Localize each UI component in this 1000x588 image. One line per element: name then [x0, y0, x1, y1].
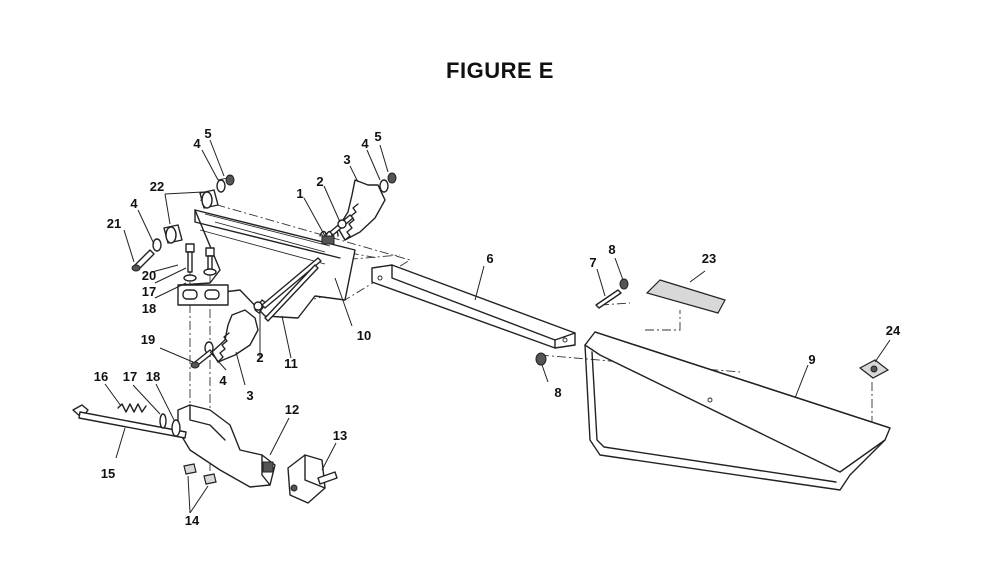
callout-22: 22: [150, 179, 164, 194]
part-19-screw: [190, 349, 214, 369]
part-18-washer: [171, 419, 181, 437]
part-17-bolt-left: [185, 243, 195, 273]
callout-18-lower: 18: [146, 369, 160, 384]
part-6-guard-bar: [371, 264, 576, 349]
callout-8-lower: 8: [554, 385, 561, 400]
callout-17-lower: 17: [123, 369, 137, 384]
callout-18-upper: 18: [142, 301, 156, 316]
callout-5-b: 5: [374, 129, 381, 144]
part-17-washer: [159, 413, 167, 429]
callout-1: 1: [296, 186, 303, 201]
callout-3-upper: 3: [343, 152, 350, 167]
callout-24: 24: [886, 323, 901, 338]
callout-4-a: 4: [193, 136, 201, 151]
callout-2-lower: 2: [256, 350, 263, 365]
callout-13: 13: [333, 428, 347, 443]
part-20-mounting-plate: [177, 284, 229, 306]
part-12-mount-bracket: [177, 404, 276, 488]
callout-16: 16: [94, 369, 108, 384]
part-18-washer-left: [183, 274, 197, 282]
part-16-spring: [117, 403, 147, 413]
callout-17-upper: 17: [142, 284, 156, 299]
part-4-washer-b: [379, 179, 389, 193]
callout-numbers: 1 2 2 3 3 4 4 4 4 5 5 6 7 8 8 9 10 11 12…: [94, 126, 901, 528]
part-8-nut-upper: [619, 278, 629, 290]
callout-10: 10: [357, 328, 371, 343]
part-8-nut-lower: [535, 352, 547, 366]
part-4-washer-a: [216, 179, 226, 193]
part-14-square-nut-a: [183, 463, 197, 475]
part-9-blade-guard: [584, 331, 891, 491]
callout-15: 15: [101, 466, 115, 481]
part-14-square-nut-b: [203, 473, 217, 485]
part-7-pin: [595, 289, 622, 309]
part-18-washer-right: [203, 268, 217, 276]
figure-title: FIGURE E: [446, 58, 554, 83]
part-2-pin-upper: [329, 214, 354, 236]
callout-23: 23: [702, 251, 716, 266]
callout-12: 12: [285, 402, 299, 417]
part-22-spacer-upper: [199, 189, 219, 209]
callout-6: 6: [486, 251, 493, 266]
part-11-pin: [264, 264, 319, 322]
callout-2-upper: 2: [316, 174, 323, 189]
callout-4-c: 4: [130, 196, 138, 211]
callout-8-upper: 8: [608, 242, 615, 257]
part-21-screw: [131, 249, 155, 272]
callout-20: 20: [142, 268, 156, 283]
part-15-lock-knob-rod: [72, 404, 187, 439]
callout-14: 14: [185, 513, 200, 528]
callout-7: 7: [589, 255, 596, 270]
callout-9: 9: [808, 352, 815, 367]
callout-19: 19: [141, 332, 155, 347]
callout-11: 11: [284, 356, 298, 371]
part-3-pawl-lower: [211, 309, 259, 363]
leader-lines: [104, 139, 891, 514]
part-13-block: [287, 454, 338, 504]
part-5-nut-a: [225, 174, 235, 186]
callout-4-b: 4: [361, 136, 369, 151]
callout-5-a: 5: [204, 126, 211, 141]
part-4-washer-c: [152, 238, 162, 252]
part-5-nut-b: [387, 172, 397, 184]
part-23-warning-label: [645, 279, 726, 314]
part-2-pin-lower: [253, 257, 322, 314]
callout-4-d: 4: [219, 373, 227, 388]
part-22-spacer-lower: [163, 224, 183, 244]
callout-3-lower: 3: [246, 388, 253, 403]
part-3-pawl-upper: [337, 179, 386, 241]
part-24-nut: [858, 359, 890, 379]
callout-21: 21: [107, 216, 121, 231]
